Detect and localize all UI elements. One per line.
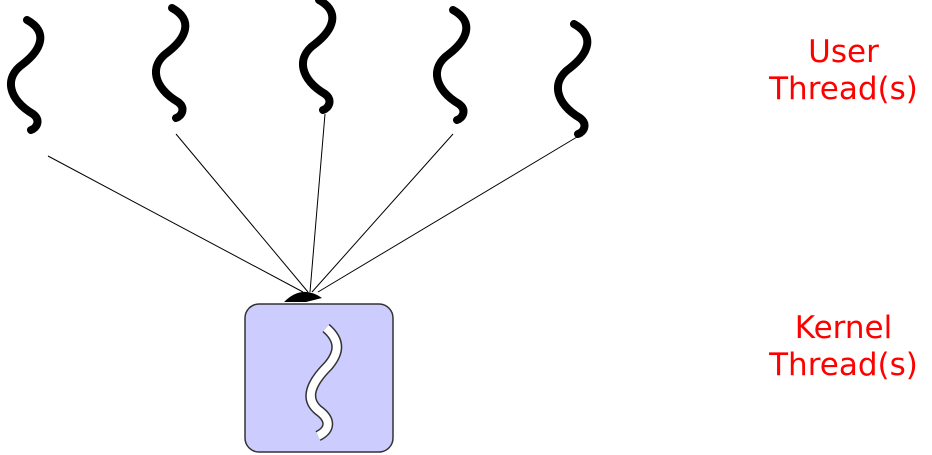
kernel-threads-label: Kernel Thread(s) [755, 310, 932, 384]
user-label-line2: Thread(s) [769, 71, 918, 108]
connector-line-2 [175, 133, 309, 293]
connector-fan-arc [284, 291, 322, 302]
connector-line-4 [311, 133, 454, 293]
connector-line-1 [47, 155, 304, 293]
connector-lines [47, 113, 583, 293]
user-thread-2 [156, 8, 185, 118]
kernel-label-line1: Kernel [794, 310, 893, 346]
user-thread-3 [303, 0, 332, 110]
user-thread-4 [437, 10, 466, 120]
kernel-label-line2: Thread(s) [769, 347, 918, 384]
connector-line-3 [309, 113, 326, 293]
user-label-line1: User [808, 34, 879, 70]
user-threads [11, 0, 587, 134]
kernel-thread [305, 323, 343, 441]
connector-line-5 [317, 133, 583, 293]
user-thread-1 [11, 20, 40, 130]
user-threads-label: User Thread(s) [755, 34, 932, 108]
user-thread-5 [558, 24, 587, 134]
